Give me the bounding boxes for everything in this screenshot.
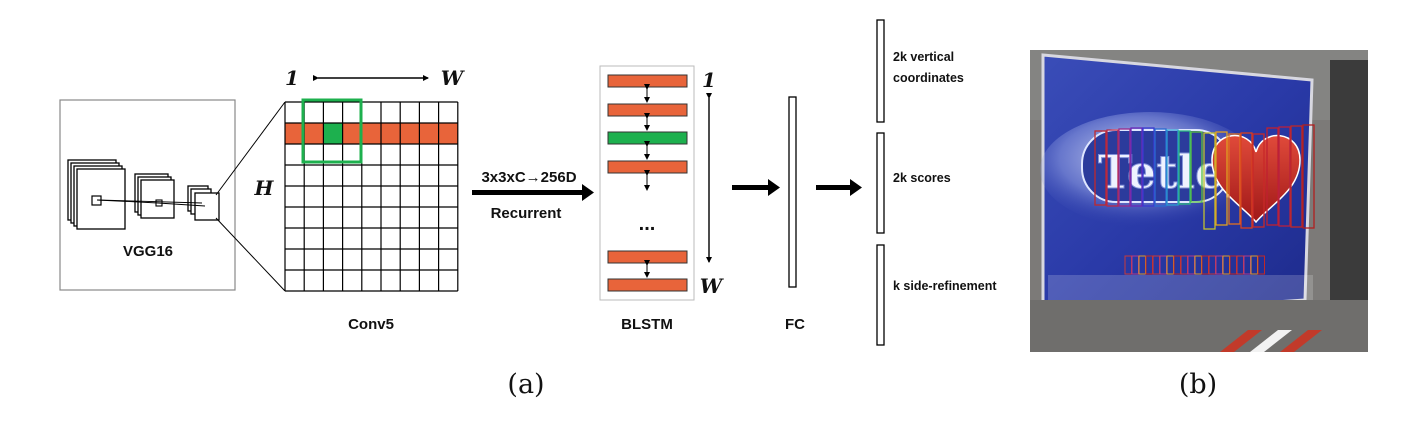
output-bar-side-refinement [876,244,885,346]
conv5-label: Conv5 [348,316,394,333]
blstm-ellipsis: ... [639,213,656,235]
caption-b: (b) [1179,369,1217,400]
vgg-stack-small [187,185,220,221]
recurrent-operation: 3x3xC→256D Recurrent [472,169,594,222]
highlighted-row [285,123,458,144]
text-proposal-box [1094,130,1107,206]
op-sublabel: Recurrent [491,205,562,222]
vgg16-block: VGG16 [59,99,236,291]
output-bar-scores [876,132,885,234]
blstm-cell [607,160,688,174]
conv-axis-start: 1 [285,66,299,90]
text-proposal-box [1190,131,1203,203]
conv-height-label: H [254,176,275,200]
conv5-grid [284,101,459,292]
text-proposal-box [1302,124,1315,229]
text-proposal-box [1106,129,1119,207]
fc-bar [788,96,797,288]
text-proposal-box [1240,132,1253,229]
conv5-feature-map: 1 W H Conv5 [254,66,466,333]
barrier [1250,330,1292,352]
blstm-cell [607,103,688,117]
output-label-scores: 2k scores [893,171,951,185]
output-label-vertical-coords-line1: 2k vertical [893,50,954,64]
projection-line-bottom [215,217,286,292]
caption-a: (a) [507,369,544,400]
text-proposal-box [1118,128,1131,207]
vgg-connector-line [96,199,203,204]
outputs: 2k vertical coordinates 2k scores k side… [876,19,997,346]
text-proposal-box [1266,127,1279,226]
text-proposal-box [1142,127,1155,207]
blstm-label: BLSTM [621,316,673,333]
vgg-stack-large [67,159,126,230]
barrier [1280,330,1322,352]
output-label-side-refinement: k side-refinement [893,279,997,293]
op-arrow [472,184,594,201]
text-proposal-box [1290,125,1303,228]
text-proposal-box [1278,126,1291,227]
vgg16-label: VGG16 [123,243,173,260]
vgg-connector-line [157,202,206,207]
blstm-to-fc-arrow [732,179,780,196]
sliding-window [301,98,363,164]
text-proposal-box [1257,255,1265,275]
text-proposal-box [1215,131,1228,226]
text-proposal-box [1203,132,1216,230]
fc-layer: FC [785,96,805,333]
blstm-cells [607,74,688,292]
conv-axis-end: W [441,66,466,90]
op-label: 3x3xC→256D [481,169,576,186]
text-proposal-box [1130,127,1143,207]
text-proposal-box [1154,128,1167,207]
blstm-block: ... 1 W BLSTM [599,65,725,333]
output-label-vertical-coords-line2: coordinates [893,71,964,85]
text-proposal-box [1228,133,1241,225]
blstm-cell [607,250,688,264]
text-proposals-bottom [1124,255,1265,275]
blstm-axis-end: W [700,274,725,298]
photo-ground [1030,300,1368,352]
blstm-axis-start: 1 [702,68,716,92]
photo-pillar [1330,60,1368,300]
blstm-cell [607,278,688,292]
barrier [1220,330,1262,352]
text-proposal-box [1166,129,1179,206]
text-proposal-box [1252,133,1265,228]
fc-label: FC [785,316,805,333]
text-proposals-top [1094,124,1315,230]
output-bar-vertical-coords [876,19,885,123]
text-proposal-box [1178,130,1191,205]
center-cell [323,123,343,144]
blstm-cell [607,131,688,145]
blstm-cell [607,74,688,88]
fc-to-outputs-arrow [816,179,862,196]
projection-line-top [215,101,286,196]
vgg-stack-medium [134,173,175,219]
result-photo: Tetley [1030,50,1368,352]
